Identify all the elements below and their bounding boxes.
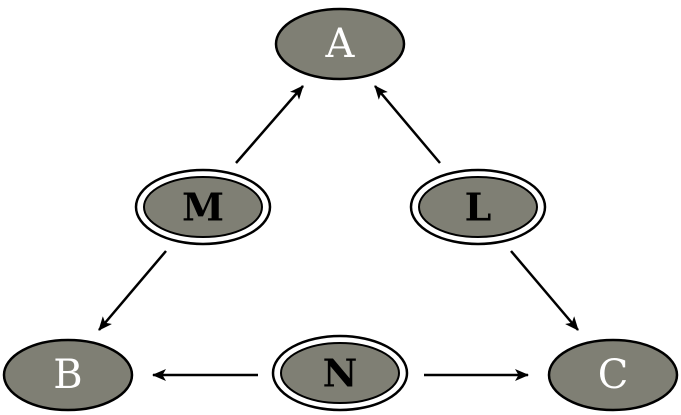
node-a: A [274,7,406,81]
node-l: L [409,168,547,246]
node-c: C [547,338,679,412]
edge-m-to-a [235,85,304,164]
node-n: N [271,334,409,412]
node-c-label: C [598,352,629,398]
node-m: M [134,168,272,246]
node-b-label: B [53,352,82,398]
edges [98,85,579,381]
node-n-label: N [323,351,358,396]
edge-m-to-b [98,250,167,331]
node-a-label: A [325,21,356,67]
edge-l-to-a [374,85,441,164]
edge-l-to-c [510,250,579,331]
node-b: B [2,338,134,412]
node-m-label: M [182,185,224,230]
node-l-label: L [465,185,492,230]
